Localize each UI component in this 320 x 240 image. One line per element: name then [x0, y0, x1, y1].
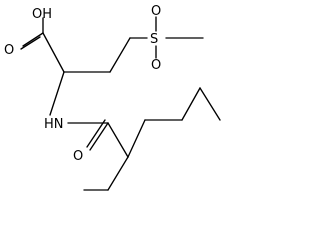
sulfur-label: S	[150, 32, 158, 47]
amide-oxygen-label: O	[73, 149, 83, 164]
chemical-structure: OH O S O O HN O	[4, 4, 221, 191]
atom-labels: OH O S O O HN O	[4, 4, 161, 164]
bond-camide-o-double-b	[86, 119, 106, 148]
carboxyl-oxygen-label: O	[4, 43, 14, 58]
bond-calpha-n	[49, 71, 65, 116]
sulfonyl-oxygen-bottom-label: O	[151, 58, 161, 73]
amine-label: HN	[44, 117, 64, 132]
sulfonyl-oxygen-top-label: O	[151, 4, 161, 19]
bond-c1-calpha	[42, 32, 65, 73]
hydroxyl-label: OH	[32, 7, 52, 22]
bond-camide-o-double-a	[89, 122, 109, 151]
bond-c1-o-double-a	[22, 32, 44, 47]
bond-c5-c6	[199, 87, 221, 121]
bond-camide-c2	[107, 122, 129, 158]
bond-c4-c5	[181, 87, 201, 121]
bond-c2-ethyl-ch2	[107, 156, 129, 191]
bond-lines	[20, 16, 221, 191]
bond-cbeta-cgamma	[109, 37, 131, 73]
bond-c1-o-double-b	[20, 36, 41, 50]
bond-c2-c3	[127, 119, 146, 158]
